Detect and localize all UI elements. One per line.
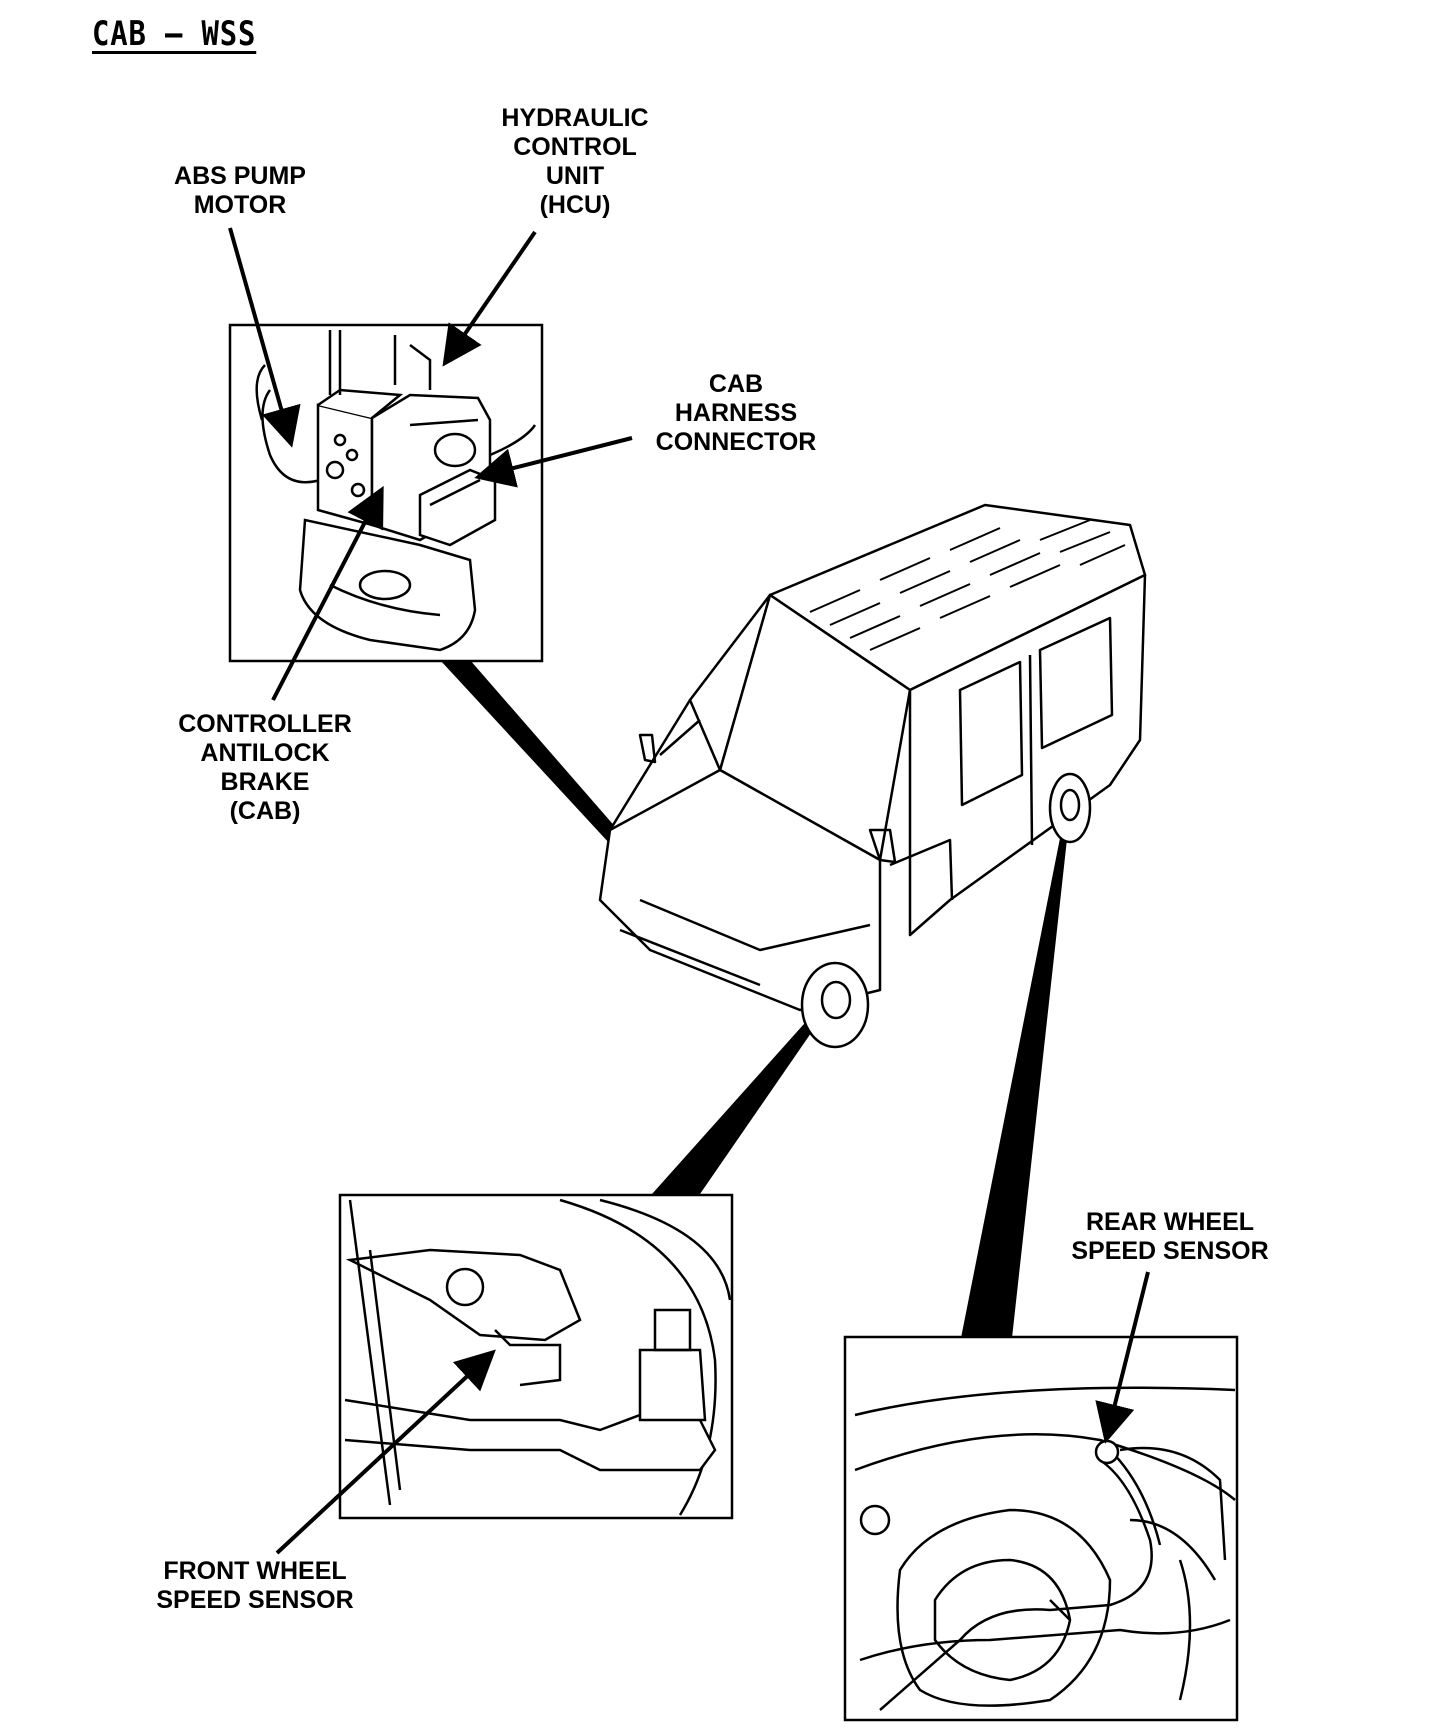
label-line: HARNESS (674, 399, 798, 427)
rear-wheel-inset (843, 1335, 1239, 1722)
label-line: HYDRAULIC (501, 104, 649, 132)
label-line: CONTROLLER (178, 710, 352, 738)
label-line: ABS PUMP (174, 162, 306, 190)
arrow-abs-pump-motor (228, 227, 301, 448)
label-line: (CAB) (229, 797, 301, 825)
label-line: REAR WHEEL (1085, 1208, 1255, 1236)
label-line: (HCU) (539, 191, 611, 219)
arrow-cab-harness-connector (474, 436, 633, 488)
label-line: FRONT WHEEL (163, 1557, 347, 1585)
label-line: CAB (708, 370, 764, 398)
label-hcu: HYDRAULIC CONTROL UNIT (HCU) (470, 104, 680, 220)
label-line: SPEED SENSOR (156, 1586, 354, 1614)
label-cab-harness-connector: CAB HARNESS CONNECTOR (636, 370, 836, 457)
label-line: MOTOR (193, 191, 287, 219)
arrow-rear-wheel-speed-sensor (1095, 1271, 1150, 1444)
label-line: ANTILOCK (200, 739, 330, 767)
abs-hcu-inset (228, 323, 544, 663)
label-controller-antilock-brake: CONTROLLER ANTILOCK BRAKE (CAB) (155, 710, 375, 826)
leader-arrows (228, 227, 1150, 1555)
label-line: SPEED SENSOR (1071, 1237, 1269, 1265)
front-wheel-inset (338, 1193, 734, 1520)
arrow-hcu (442, 230, 537, 367)
label-front-wheel-speed-sensor: FRONT WHEEL SPEED SENSOR (135, 1557, 375, 1615)
label-line: CONTROL (513, 133, 637, 161)
label-line: UNIT (545, 162, 605, 190)
van-illustration (598, 503, 1147, 1049)
arrow-controller-antilock-brake (271, 485, 384, 701)
label-rear-wheel-speed-sensor: REAR WHEEL SPEED SENSOR (1050, 1208, 1290, 1266)
arrow-front-wheel-speed-sensor (275, 1349, 496, 1555)
wedge-to-front-wheel (652, 1015, 820, 1194)
diagram-title: CAB – WSS (92, 14, 257, 54)
label-line: BRAKE (220, 768, 310, 796)
label-abs-pump-motor: ABS PUMP MOTOR (140, 162, 340, 220)
label-line: CONNECTOR (655, 428, 817, 456)
wedge-to-rear-wheel (961, 828, 1068, 1338)
